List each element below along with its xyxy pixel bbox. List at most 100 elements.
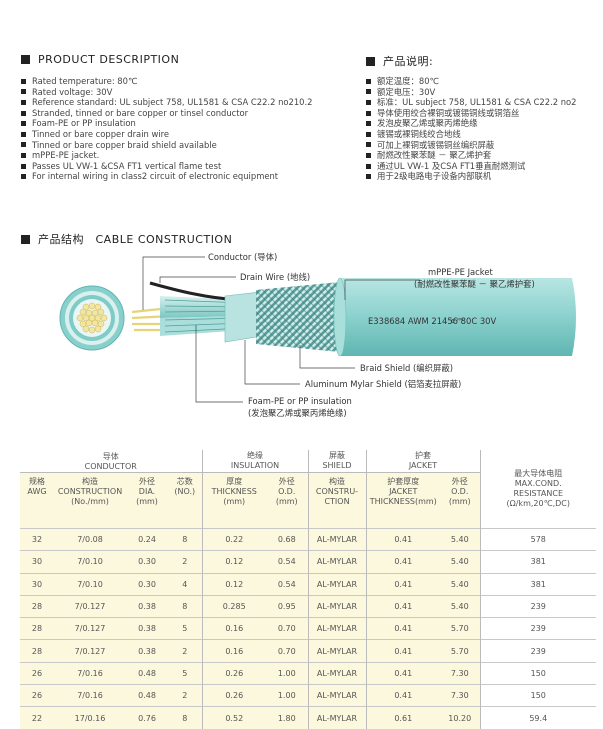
table-cell: 0.48 [126,684,168,707]
table-cell: 7/0.127 [54,639,126,663]
col-resistance-cn: 最大导体电阻 [514,469,563,478]
description-item: mPPE-PE jacket. [21,150,313,161]
table-cell: 7/0.10 [54,572,126,596]
label-conductor: Conductor (导体) [208,252,277,262]
table-cell: 150 [479,684,596,707]
bullet-icon [366,78,371,84]
description-item-text: 额定温度：80℃ [377,76,439,86]
col-dia-unit: (mm) [136,497,158,506]
table-cell: 7/0.16 [54,684,126,707]
table-cell: 0.54 [266,550,308,574]
col-shield-en2: CTION [324,497,350,506]
table-cell: 0.26 [201,661,266,685]
table-cell: 0.41 [365,527,440,551]
table-cell: 7.30 [440,684,480,707]
bullet-icon [366,163,371,169]
table-cell: 0.70 [266,639,308,663]
col-jacket-thickness-en: JACKET [389,487,418,496]
table-cell: 30 [20,572,54,596]
table-cell: 0.26 [201,684,266,707]
col-thickness-en: THICKNESS [211,487,257,496]
table-cell: 22 [20,706,54,729]
col-dia-en: DIA. [138,487,156,496]
description-item: Stranded, tinned or bare copper or tinse… [21,108,313,119]
ul-recognized-icon: c ᴿᵁ [451,317,463,325]
bullet-icon [366,89,371,95]
description-item-text: mPPE-PE jacket. [32,150,100,161]
table-cell: 1.80 [266,706,308,729]
table-cell: AL-MYLAR [307,617,366,640]
description-item: Reference standard: UL subject 758, UL15… [21,97,313,108]
description-item: 额定温度：80℃ [366,76,577,87]
bullet-icon [366,99,371,105]
label-foam-insulation: Foam-PE or PP insulation [248,396,352,406]
table-cell: 5 [168,661,202,685]
col-resistance-en2: RESISTANCE [513,489,564,498]
col-thickness-cn: 厚度 [226,477,243,486]
table-cell: 0.16 [201,617,266,640]
table-cell: 0.22 [201,527,266,551]
table-cell: 239 [479,594,596,618]
description-item: 可加上裸铜或镀锡铜丝编织屏蔽 [366,140,577,151]
table-cell: 32 [20,527,54,551]
col-jacket-od-cn: 外径 [451,477,468,486]
table-cell: 7/0.127 [54,617,126,640]
group-insulation-cn: 绝缘 [247,451,263,460]
description-item: 耐燃改性聚苯醚 － 聚乙烯护套 [366,150,577,161]
description-item: For internal wiring in class2 circuit of… [21,171,313,182]
col-od-en: O.D. [278,487,296,496]
description-item: Tinned or bare copper drain wire [21,129,313,140]
description-item: 额定电压：30V [366,87,577,98]
col-od-cn: 外径 [278,477,295,486]
table-cell: 30 [20,550,54,574]
bullet-icon [366,142,371,148]
description-item-text: 标准：UL subject 758, UL1581 & CSA C22.2 no… [377,97,577,108]
table-cell: 7/0.16 [54,661,126,685]
description-item-text: Tinned or bare copper braid shield avail… [32,139,217,150]
table-cell: AL-MYLAR [307,594,366,618]
table-cell: 0.41 [365,550,440,574]
table-cell: 0.68 [266,527,308,551]
description-item-text: 可加上裸铜或镀锡铜丝编织屏蔽 [377,139,495,150]
table-cell: 5.40 [440,527,480,551]
col-jacket-thickness-cn: 护套厚度 [387,477,420,486]
table-cell: 28 [20,594,54,618]
table-cell: 0.41 [365,684,440,707]
description-item-text: 镀锡或裸铜线绞合地线 [377,128,461,139]
description-item-text: Rated temperature: 80℃ [32,76,138,86]
description-item-text: 额定电压：30V [377,86,436,97]
label-mylar-shield: Aluminum Mylar Shield (铝箔麦拉屏蔽) [305,379,461,389]
table-cell: 5.40 [440,572,480,596]
group-conductor-en: CONDUCTOR [84,462,137,471]
description-item: Tinned or bare copper braid shield avail… [21,140,313,151]
table-cell: 59.4 [479,706,596,729]
label-jacket: mPPE-PE Jacket [428,267,493,277]
table-cell: 0.48 [126,661,168,685]
table-cell: AL-MYLAR [307,661,366,685]
col-dia-cn: 外径 [139,477,155,486]
group-jacket-en: JACKET [408,461,438,470]
table-cell: 0.95 [266,594,308,618]
description-item-text: 耐燃改性聚苯醚 － 聚乙烯护套 [377,150,492,161]
bullet-icon [21,110,26,116]
table-cell: 0.41 [365,594,440,618]
table-cell: 28 [20,639,54,663]
table-cell: 7/0.127 [54,594,126,618]
label-drain-wire: Drain Wire (地线) [240,272,310,282]
table-cell: 0.38 [126,594,168,618]
table-cell: 0.41 [365,572,440,596]
description-item: Passes UL VW-1 &CSA FT1 vertical flame t… [21,161,313,172]
description-item: 通过UL VW-1 及CSA FT1垂直耐燃测试 [366,161,577,172]
bullet-icon [366,121,371,127]
section-title-text-cn: 产品说明: [383,55,434,68]
description-item-text: Stranded, tinned or bare copper or tinse… [32,107,249,118]
col-construction-unit: (No./mm) [71,497,109,506]
table-cell: 0.38 [126,639,168,663]
table-cell: 150 [479,661,596,685]
table-cell: 5.40 [440,594,480,618]
group-insulation-en: INSULATION [230,461,280,470]
table-cell: 5.40 [440,550,480,574]
